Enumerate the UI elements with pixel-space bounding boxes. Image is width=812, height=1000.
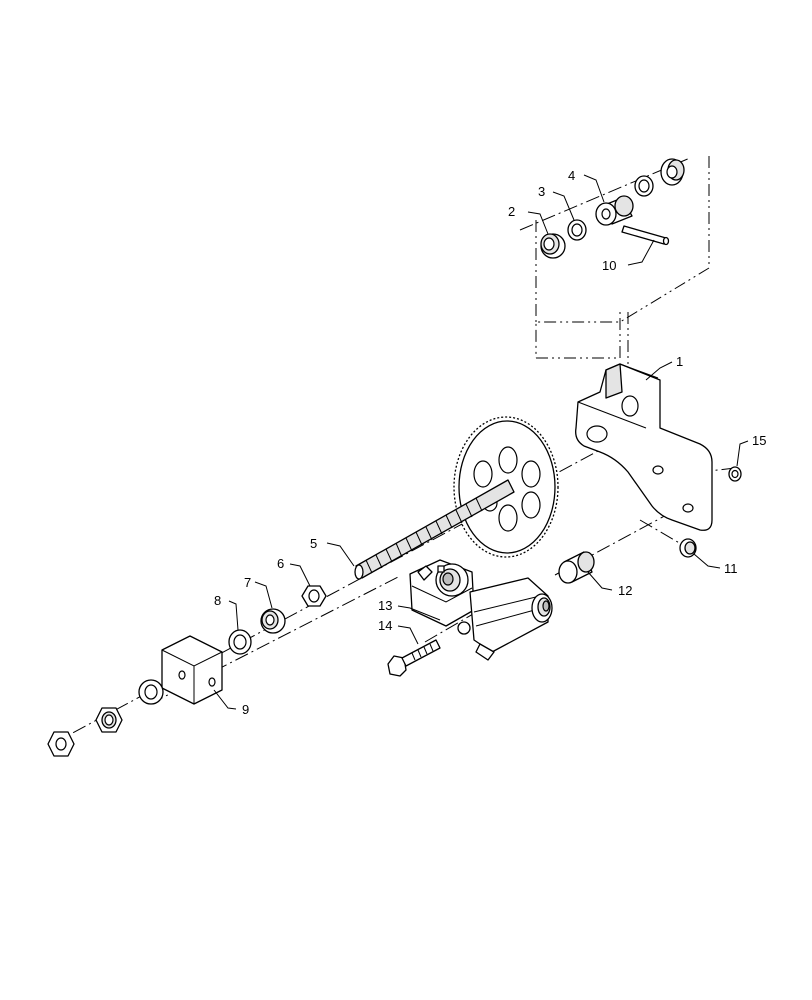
callout-13: 13 [378,598,392,613]
part-2-bushing [540,233,566,259]
part-10-pin [621,225,670,246]
leader-lines [213,174,749,710]
part-9-block [161,635,223,705]
part-4-spacer [595,195,634,226]
callout-3: 3 [538,184,545,199]
callout-15: 15 [752,433,766,448]
part-1-bracket [575,363,713,531]
lower-left-hardware [47,679,164,757]
part-12-spacer [558,551,595,584]
callout-8: 8 [214,593,221,608]
upper-washer-nut [634,158,685,197]
part-8-washer [228,629,252,655]
part-3-washer [567,219,587,241]
callout-12: 12 [618,583,632,598]
part-7-washer [260,608,286,634]
callout-4: 4 [568,168,575,183]
part-14-bolt [387,639,441,677]
callout-9: 9 [242,702,249,717]
callout-6: 6 [277,556,284,571]
part-6-hex-nut [301,585,327,607]
callout-10: 10 [602,258,616,273]
part-13-motor [409,559,553,661]
callout-2: 2 [508,204,515,219]
part-15-nut [728,466,742,482]
callout-11: 11 [724,561,738,576]
part-5-threaded-shaft [354,479,515,580]
callout-1: 1 [676,354,683,369]
callout-14: 14 [378,618,392,633]
callout-labels: 1 2 3 4 5 6 7 8 9 10 11 12 13 14 15 [214,168,766,717]
callout-7: 7 [244,575,251,590]
part-11-nut [679,538,697,558]
callout-5: 5 [310,536,317,551]
